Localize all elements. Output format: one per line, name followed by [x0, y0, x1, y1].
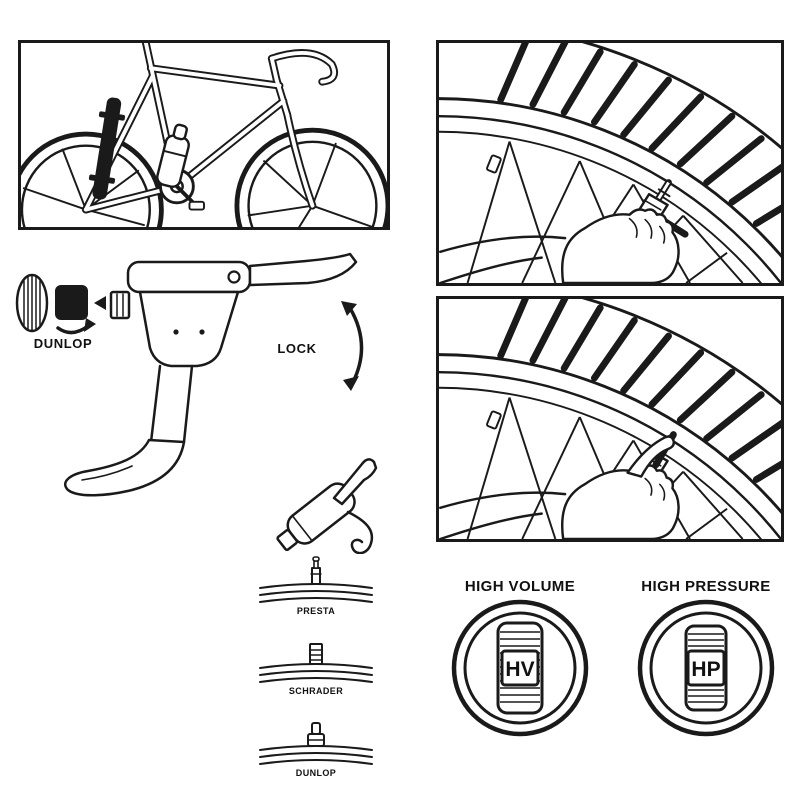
tread-marks [497, 43, 781, 227]
hand [439, 208, 680, 283]
lock-lever-blade [248, 252, 358, 287]
dunlop-adapter-cap [15, 273, 49, 333]
dunlop-adapter-label: DUNLOP [33, 336, 93, 351]
thumb [626, 435, 675, 478]
dunlop-valve-label: DUNLOP [295, 768, 337, 778]
rotation-arrowhead-icon [84, 318, 96, 332]
dunlop-valve-icon [307, 722, 325, 747]
front-wheel [234, 127, 387, 227]
high-pressure-badge: HP [636, 598, 776, 738]
mini-pump-hose [346, 510, 374, 554]
hv-barrel-icon: HV [496, 621, 544, 715]
high-volume-title: HIGH VOLUME [464, 578, 576, 595]
pump-head-diagram [8, 252, 376, 502]
hp-abbr: HP [691, 658, 720, 681]
dunlop-adapter-sleeve [55, 285, 96, 335]
wheel-lock-illustration [439, 299, 781, 539]
presta-valve-figure [258, 556, 374, 604]
schrader-valve-icon [309, 643, 323, 665]
mini-pump-lever [332, 458, 378, 506]
insert-arrow-icon [94, 296, 106, 310]
wheel-attach-illustration [439, 43, 781, 283]
presta-label: PRESTA [296, 606, 336, 616]
high-pressure-title: HIGH PRESSURE [641, 578, 771, 595]
bike-overview-panel [18, 40, 390, 230]
tire [439, 43, 781, 283]
pump-head-body [63, 252, 358, 497]
bike-frame [81, 43, 339, 214]
thumb-lock-foot [63, 438, 186, 497]
lock-pump-panel [436, 296, 784, 542]
pump-head-small-figure [268, 434, 400, 554]
lock-label: LOCK [277, 341, 317, 356]
rear-wheel [21, 131, 164, 227]
tread-marks [497, 299, 781, 483]
rotation-arrow-icon [56, 324, 90, 335]
bicycle-illustration [21, 43, 387, 227]
hv-abbr: HV [505, 658, 534, 681]
lock-swing-arrow-icon [341, 301, 364, 391]
spoke-reflector [486, 410, 502, 430]
attach-pump-panel [436, 40, 784, 286]
frame-pump [88, 97, 126, 200]
schrader-valve-figure [258, 636, 374, 684]
dunlop-valve-figure [258, 718, 374, 766]
schrader-label: SCHRADER [288, 686, 344, 696]
spoke-reflector [486, 154, 502, 174]
high-volume-badge: HV [450, 598, 590, 738]
presta-valve-icon [310, 556, 322, 585]
hp-barrel-icon: HP [684, 624, 728, 712]
tire [439, 299, 781, 539]
hand-with-thumb [439, 435, 680, 539]
water-bottle [156, 123, 190, 188]
